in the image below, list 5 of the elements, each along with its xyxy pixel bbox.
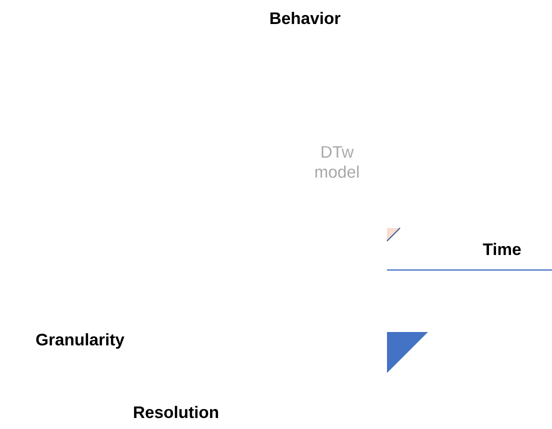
axis-label: Granularity [36, 333, 124, 349]
axis-label: Behavior [270, 12, 340, 24]
axis-label: Time [482, 242, 521, 256]
model-label: DTw model [315, 146, 359, 178]
axis-label: Resolution [134, 406, 218, 418]
